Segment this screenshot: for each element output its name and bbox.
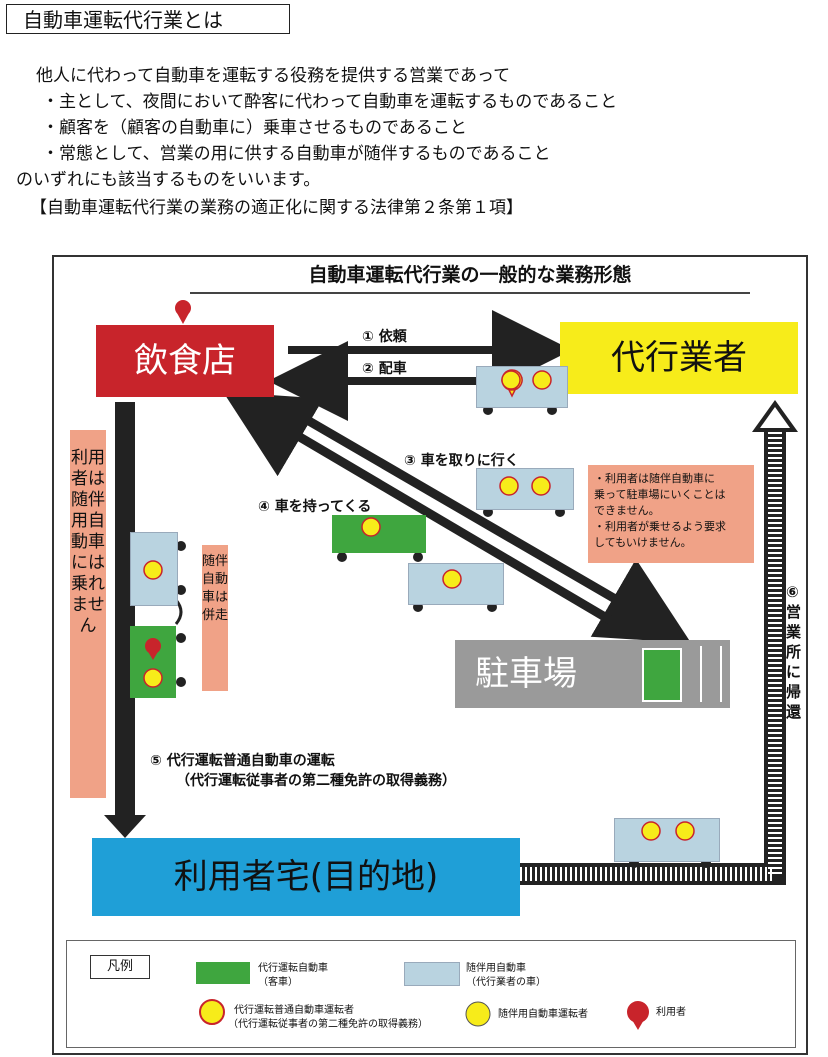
intro-bullet-1: ・主として、夜間において酔客に代わって自動車を運転するものであること <box>42 92 618 112</box>
step-5-sublabel: （代行運転従事者の第二種免許の取得義務） <box>176 773 456 789</box>
legend-green-car-label: 代行運転自動車 <box>258 963 328 974</box>
home-node: 利用者宅(目的地) <box>92 838 520 916</box>
legend-red-pin-label: 利用者 <box>656 1007 686 1018</box>
arrow-return-head-inner <box>760 407 790 428</box>
law-reference: 【自動車運転代行業の業務の適正化に関する法律第２条第１項】 <box>30 198 523 218</box>
step-2-label: ② 配車 <box>362 361 407 377</box>
customer-car-bring <box>332 515 426 553</box>
step-4-label: ④ 車を持ってくる <box>258 499 372 515</box>
legend-green-car-swatch <box>196 962 250 984</box>
step-6-label: ⑥営業所に帰還 <box>786 583 802 721</box>
note-line: してもいけません。 <box>594 536 692 549</box>
legend-blue-car-sub: （代行業者の車） <box>466 977 546 988</box>
agency-node: 代行業者 <box>560 322 798 394</box>
step-3-label: ③ 車を取りに行く <box>404 453 519 469</box>
note-box: ・利用者は随伴自動車に 乗って駐車場にいくことは できません。 ・利用者が乗せる… <box>588 465 754 563</box>
arrow-bring-car <box>222 391 613 624</box>
step-5-label: ⑤ 代行運転普通自動車の運転 <box>150 753 335 769</box>
parking-stripe <box>720 646 722 702</box>
legend-yellow-pin-label: 代行運転普通自動車運転者 <box>234 1005 354 1016</box>
parking-stripe <box>700 646 702 702</box>
note-line: できません。 <box>594 504 660 517</box>
intro-line-2: のいずれにも該当するものをいいます。 <box>16 170 321 190</box>
diagram-title: 自動車運転代行業の一般的な業務形態 <box>190 258 750 294</box>
legend-blue-car-label: 随伴用自動車 <box>466 963 526 974</box>
step-1-label: ① 依頼 <box>362 329 407 345</box>
intro-line-1: 他人に代わって自動車を運転する役務を提供する営業であって <box>36 66 511 86</box>
legend-blue-car-swatch <box>404 962 460 986</box>
parallel-run-box: 随伴自動車は併走 <box>202 545 228 691</box>
legend-box <box>66 940 796 1048</box>
intro-bullet-3: ・常態として、営業の用に供する自動車が随伴するものであること <box>42 144 551 164</box>
arrow-drive-home-head <box>104 815 146 838</box>
legend-green-car-sub: （客車） <box>258 977 298 988</box>
arrow-return-path-stripe <box>520 430 782 881</box>
restaurant-node: 飲食店 <box>96 325 274 397</box>
legend-yellow-pin-sub: （代行運転従事者の第二種免許の取得義務） <box>228 1019 428 1030</box>
note-line: ・利用者が乗せるよう要求 <box>594 520 726 533</box>
escort-car-pickup <box>476 468 574 510</box>
legend-yellow-circle-label: 随伴用自動車運転者 <box>498 1009 588 1020</box>
legend-title: 凡例 <box>90 955 150 979</box>
red-pin-restaurant <box>175 300 191 316</box>
intro-bullet-2: ・顧客を（顧客の自動車に）乗車させるものであること <box>42 118 467 138</box>
arrow-go-get-car <box>287 406 692 644</box>
parking-node: 駐車場 <box>455 640 730 708</box>
escort-car-return <box>614 818 720 862</box>
no-ride-warning-box: 利用者は随伴用自動車には乗れません <box>70 430 106 798</box>
escort-car-dispatch <box>476 366 568 408</box>
parked-green-car <box>642 648 682 702</box>
page-heading: 自動車運転代行業とは <box>6 4 290 34</box>
note-line: 乗って駐車場にいくことは <box>594 488 726 501</box>
diagram-frame <box>52 255 808 1055</box>
note-line: ・利用者は随伴自動車に <box>594 472 715 485</box>
